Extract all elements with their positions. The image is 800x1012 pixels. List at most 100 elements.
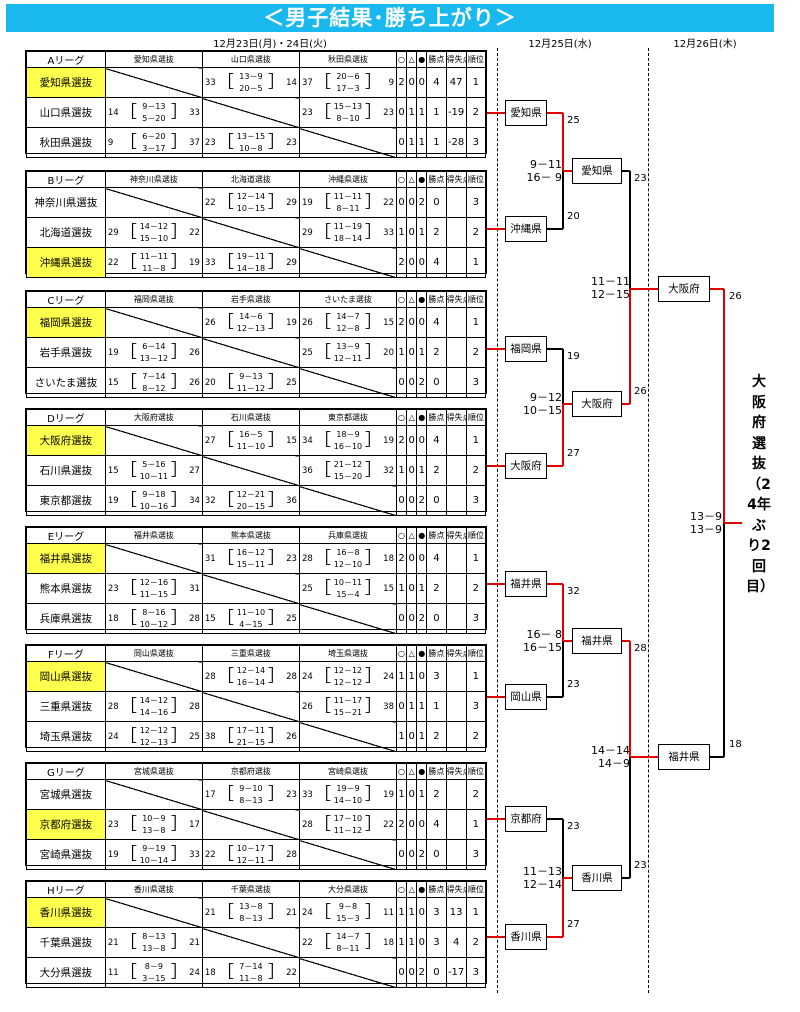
total-right: 29 <box>286 197 297 208</box>
total-right: 22 <box>286 967 297 978</box>
col-header-win: ○ <box>395 171 408 188</box>
col-header-draw: △ <box>406 291 418 308</box>
bracket-close: ］ <box>267 962 285 982</box>
total-left: 24 <box>301 907 313 918</box>
col-header-diff: 得失点 <box>445 51 467 68</box>
league-grid: Fリーグ岡山県選抜三重県選抜埼玉県選抜○△●勝点得失点順位岡山県選抜28［12－… <box>26 645 487 752</box>
bracket-team-r2: 愛知県 <box>572 158 622 184</box>
total-left: 19 <box>107 495 119 506</box>
bracket-line <box>723 289 725 523</box>
self-match-cell <box>298 367 397 398</box>
bracket-close: ］ <box>267 902 285 922</box>
col-header-draw: △ <box>406 51 418 68</box>
result-cell: 2 <box>416 957 428 988</box>
bracket-close: ］ <box>170 962 188 982</box>
bracket-score-r1: 32 <box>567 586 580 597</box>
opponent-header: 福井県選抜 <box>104 527 203 544</box>
result-cell: 1 <box>426 127 447 158</box>
result-cell: 0 <box>416 67 428 98</box>
opponent-header: 兵庫県選抜 <box>298 527 397 544</box>
result-cell <box>445 779 467 810</box>
team-name: 兵庫県選抜 <box>26 603 106 634</box>
league-name: Dリーグ <box>26 409 106 426</box>
total-left: 19 <box>301 197 313 208</box>
result-cell: 1 <box>416 337 428 368</box>
result-cell: 1 <box>406 127 418 158</box>
total-left: 28 <box>107 701 119 712</box>
bracket-close: ］ <box>267 490 285 510</box>
result-cell <box>445 485 467 516</box>
result-cell <box>445 217 467 248</box>
set-score: 16－10 <box>333 442 363 451</box>
bracket-close: ］ <box>170 578 188 598</box>
set-score: 7－14 <box>142 372 166 381</box>
col-header-draw: △ <box>406 171 418 188</box>
league-grid: Gリーグ宮城県選抜京都府選抜宮崎県選抜○△●勝点得失点順位宮城県選抜17［9－1… <box>26 763 487 870</box>
set-score: 12－12 <box>333 666 363 675</box>
set-score: 12－8 <box>336 324 360 333</box>
bracket-open: ［ <box>119 490 137 510</box>
opponent-header: 千葉県選抜 <box>201 881 300 898</box>
set-score: 14－12 <box>139 696 169 705</box>
bracket-close: ］ <box>267 192 285 212</box>
bracket-line <box>562 113 564 171</box>
set-score: 9－13 <box>239 372 263 381</box>
set-score: 18－9 <box>336 430 360 439</box>
league-name: Aリーグ <box>26 51 106 68</box>
opponent-header: 宮崎県選抜 <box>298 763 397 780</box>
bracket-line <box>487 348 505 350</box>
total-right: 34 <box>189 495 200 506</box>
champion-label: 大阪府選抜（24年ぶり2回目） <box>746 374 774 595</box>
total-left: 22 <box>107 257 119 268</box>
col-header-draw: △ <box>406 409 418 426</box>
bracket-line <box>487 112 505 114</box>
bracket-team-r1: 京都府 <box>505 806 547 832</box>
bracket-set-score-final: 13－9 13－9 <box>690 510 722 536</box>
total-left: 28 <box>301 553 313 564</box>
set-score: 12－13 <box>139 738 169 747</box>
set-score: 8－11 <box>336 204 360 213</box>
team-name: 石川県選抜 <box>26 455 106 486</box>
result-cell: 1 <box>465 809 487 840</box>
bracket-open: ［ <box>216 548 234 568</box>
set-score: 15－21 <box>333 708 363 717</box>
bracket-close: ］ <box>267 726 285 746</box>
bracket-open: ［ <box>313 548 331 568</box>
bracket-score-r3: 26 <box>729 291 742 302</box>
result-cell: -17 <box>445 957 467 988</box>
bracket-close: ］ <box>364 192 382 212</box>
col-header-draw: △ <box>406 527 418 544</box>
result-cell <box>445 603 467 634</box>
result-cell: 1 <box>465 897 487 928</box>
bracket-close: ］ <box>267 844 285 864</box>
set-score: 10－8 <box>239 144 263 153</box>
col-header-rank: 順位 <box>465 51 487 68</box>
bracket-close: ］ <box>364 548 382 568</box>
result-cell: 1 <box>406 897 418 928</box>
total-right: 17 <box>189 819 200 830</box>
bracket-score-r1: 23 <box>567 679 580 690</box>
col-header-diff: 得失点 <box>445 645 467 662</box>
col-header-draw: △ <box>406 763 418 780</box>
total-right: 33 <box>189 849 200 860</box>
col-header-rank: 順位 <box>465 527 487 544</box>
result-cell: 1 <box>465 543 487 574</box>
col-header-points: 勝点 <box>426 763 447 780</box>
bracket-open: ［ <box>313 222 331 242</box>
team-name: 沖縄県選抜 <box>26 247 106 278</box>
total-right: 33 <box>189 107 200 118</box>
total-left: 38 <box>204 731 216 742</box>
team-name: 宮崎県選抜 <box>26 839 106 870</box>
